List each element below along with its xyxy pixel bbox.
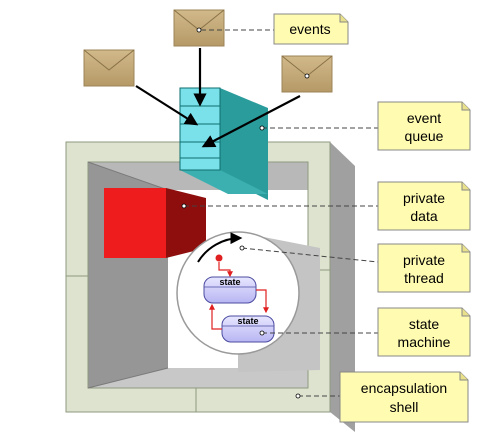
event-queue (179, 87, 268, 200)
callout-private-data: private data (377, 181, 471, 231)
event-arrows (135, 48, 301, 148)
callout-state-machine-label-2: machine (398, 334, 451, 350)
callout-event-queue-label-2: queue (405, 128, 444, 144)
callout-state-machine: state machine (377, 307, 471, 357)
callout-private-data-label-2: data (410, 208, 437, 224)
private-data-block (104, 188, 206, 258)
initial-pseudostate (215, 254, 223, 262)
callout-event-queue: event queue (377, 101, 471, 151)
callout-events-label: events (289, 21, 330, 37)
callout-encapsulation-shell-label-2: shell (390, 399, 419, 415)
callout-state-machine-label-1: state (409, 316, 440, 332)
envelope-icon (83, 49, 135, 87)
callout-private-thread: private thread (377, 243, 471, 293)
state-lower-label: state (237, 316, 258, 326)
state-machine: state state (203, 254, 275, 343)
callout-private-thread-label-1: private (403, 252, 445, 268)
callout-private-thread-label-2: thread (404, 270, 444, 286)
callout-encapsulation-shell-label-1: encapsulation (361, 380, 447, 396)
envelope-icon (281, 55, 333, 93)
callout-leader-lines (184, 29, 379, 397)
callout-events: events (273, 13, 349, 45)
envelope-icon (173, 9, 225, 47)
callout-private-data-label-1: private (403, 190, 445, 206)
callout-encapsulation-shell: encapsulation shell (339, 371, 469, 423)
state-upper-label: state (219, 277, 240, 287)
callout-event-queue-label-1: event (407, 110, 441, 126)
callout-anchor-dots (181, 125, 301, 399)
